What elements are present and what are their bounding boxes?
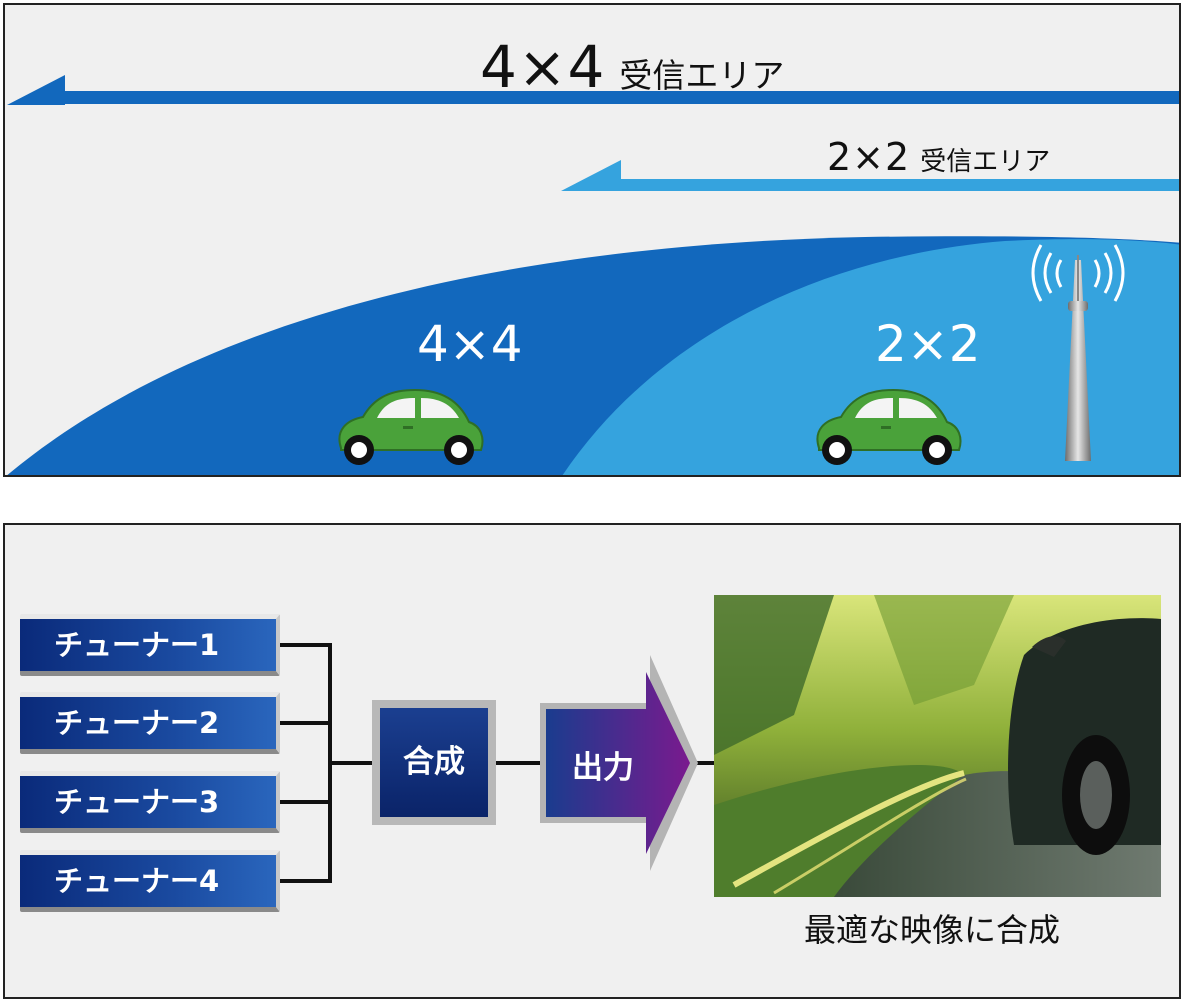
output-arrow — [540, 655, 698, 871]
car-icon — [338, 388, 484, 465]
coverage-4x4-number: 4×4 — [480, 33, 606, 101]
coverage-area-2x2 — [562, 239, 1179, 475]
area-2x2-label: 2×2 — [875, 315, 981, 373]
area-4x4-label: 4×4 — [417, 315, 523, 373]
driving-scene-image — [714, 595, 1161, 897]
coverage-4x4-suffix: 受信エリア — [619, 56, 785, 95]
reception-area-panel: 4×4 受信エリア 2×2 受信エリア 4×4 2×2 — [3, 3, 1181, 477]
combine-block: 合成 — [372, 700, 496, 825]
tuner-4-block: チューナー4 — [20, 850, 280, 912]
arrow-2x2-range — [561, 160, 1179, 191]
tuner-2-block: チューナー2 — [20, 692, 280, 754]
tuner-3-block: チューナー3 — [20, 771, 280, 833]
car-icon — [816, 388, 962, 465]
output-label: 出力 — [572, 750, 634, 786]
arrow-4x4-range — [7, 75, 1179, 105]
coverage-2x2-heading: 2×2 受信エリア — [827, 135, 1050, 179]
tuner-1-block: チューナー1 — [20, 614, 280, 676]
coverage-4x4-heading: 4×4 受信エリア — [480, 33, 784, 101]
coverage-2x2-suffix: 受信エリア — [920, 147, 1051, 177]
image-caption: 最適な映像に合成 — [804, 911, 1061, 949]
antenna-tower-icon — [1031, 244, 1125, 461]
coverage-2x2-number: 2×2 — [827, 135, 911, 179]
reception-area-graphic — [7, 75, 1179, 475]
